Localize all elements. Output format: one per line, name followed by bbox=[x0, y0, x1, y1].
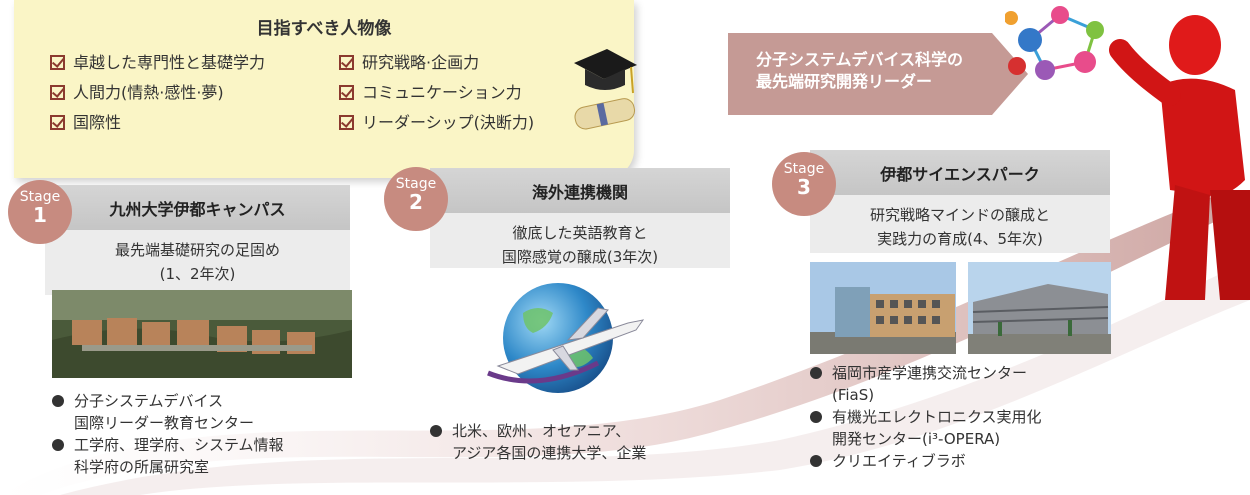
goal-line1: 分子システムデバイス科学の bbox=[756, 50, 964, 69]
red-figure bbox=[1109, 15, 1250, 300]
stage3-box: 伊都サイエンスパーク 研究戦略マインドの醸成と 実践力の育成(4、5年次) bbox=[810, 150, 1110, 253]
goal-arrow: 分子システムデバイス科学の 最先端研究開発リーダー bbox=[728, 33, 1028, 115]
ideal-list-left: 卓越した専門性と基礎学力 人間力(情熱·感性·夢) 国際性 bbox=[50, 48, 265, 138]
stage2-desc-line1: 徹底した英語教育と bbox=[512, 224, 648, 242]
stage2-desc-line2: 国際感覚の醸成(3年次) bbox=[501, 248, 659, 266]
list-item: クリエイティブラボ bbox=[810, 450, 1042, 472]
stage1-bullets: 分子システムデバイス国際リーダー教育センター 工学府、理学府、システム情報科学府… bbox=[52, 390, 284, 478]
ideal-item: 研究戦略·企画力 bbox=[339, 48, 534, 78]
stage1-desc-line2: (1、2年次) bbox=[159, 265, 236, 283]
ideal-item: 人間力(情熱·感性·夢) bbox=[50, 78, 265, 108]
checkbox-icon bbox=[50, 85, 65, 100]
stage3-title: 伊都サイエンスパーク bbox=[810, 150, 1110, 195]
molecule-icon bbox=[1005, 6, 1104, 80]
ideal-item: リーダーシップ(決断力) bbox=[339, 108, 534, 138]
ideal-list-right: 研究戦略·企画力 コミュニケーション力 リーダーシップ(決断力) bbox=[339, 48, 534, 138]
red-figure-illustration bbox=[1005, 6, 1250, 300]
globe-airplane-icon bbox=[487, 283, 645, 393]
stage3-desc-line1: 研究戦略マインドの醸成と bbox=[869, 206, 1050, 224]
stage2-title: 海外連携機関 bbox=[430, 168, 730, 213]
checkbox-icon bbox=[339, 115, 354, 130]
stage3-bullets: 福岡市産学連携交流センター(FiaS) 有機光エレクトロニクス実用化開発センター… bbox=[810, 362, 1042, 472]
stage3-opera-photo bbox=[968, 262, 1111, 354]
checkbox-icon bbox=[339, 55, 354, 70]
list-item: 分子システムデバイス国際リーダー教育センター bbox=[52, 390, 284, 434]
list-item: 北米、欧州、オセアニア、アジア各国の連携大学、企業 bbox=[430, 420, 646, 464]
list-item: 工学府、理学府、システム情報科学府の所属研究室 bbox=[52, 434, 284, 478]
list-item: 福岡市産学連携交流センター(FiaS) bbox=[810, 362, 1042, 406]
checkbox-icon bbox=[50, 55, 65, 70]
graduation-cap-icon bbox=[574, 49, 637, 130]
checkbox-icon bbox=[50, 115, 65, 130]
ideal-item: 卓越した専門性と基礎学力 bbox=[50, 48, 265, 78]
stage2-box: 海外連携機関 徹底した英語教育と 国際感覚の醸成(3年次) bbox=[430, 168, 730, 268]
ideal-title: 目指すべき人物像 bbox=[256, 19, 392, 39]
stage3-fias-photo bbox=[810, 262, 956, 354]
ideal-person-box: 目指すべき人物像 卓越した専門性と基礎学力 人間力(情熱·感性·夢) 国際性 研… bbox=[14, 0, 637, 178]
stage2-bullets: 北米、欧州、オセアニア、アジア各国の連携大学、企業 bbox=[430, 420, 646, 464]
goal-line2: 最先端研究開発リーダー bbox=[756, 72, 933, 91]
stage3-desc-line2: 実践力の育成(4、5年次) bbox=[877, 230, 1043, 248]
stage1-title: 九州大学伊都キャンパス bbox=[45, 185, 350, 230]
stage1-box: 九州大学伊都キャンパス 最先端基礎研究の足固め (1、2年次) bbox=[45, 185, 350, 295]
ideal-item: コミュニケーション力 bbox=[339, 78, 534, 108]
list-item: 有機光エレクトロニクス実用化開発センター(i³-OPERA) bbox=[810, 406, 1042, 450]
stage1-desc-line1: 最先端基礎研究の足固め bbox=[114, 241, 280, 259]
stage1-campus-photo bbox=[52, 290, 352, 378]
checkbox-icon bbox=[339, 85, 354, 100]
ideal-item: 国際性 bbox=[50, 108, 265, 138]
